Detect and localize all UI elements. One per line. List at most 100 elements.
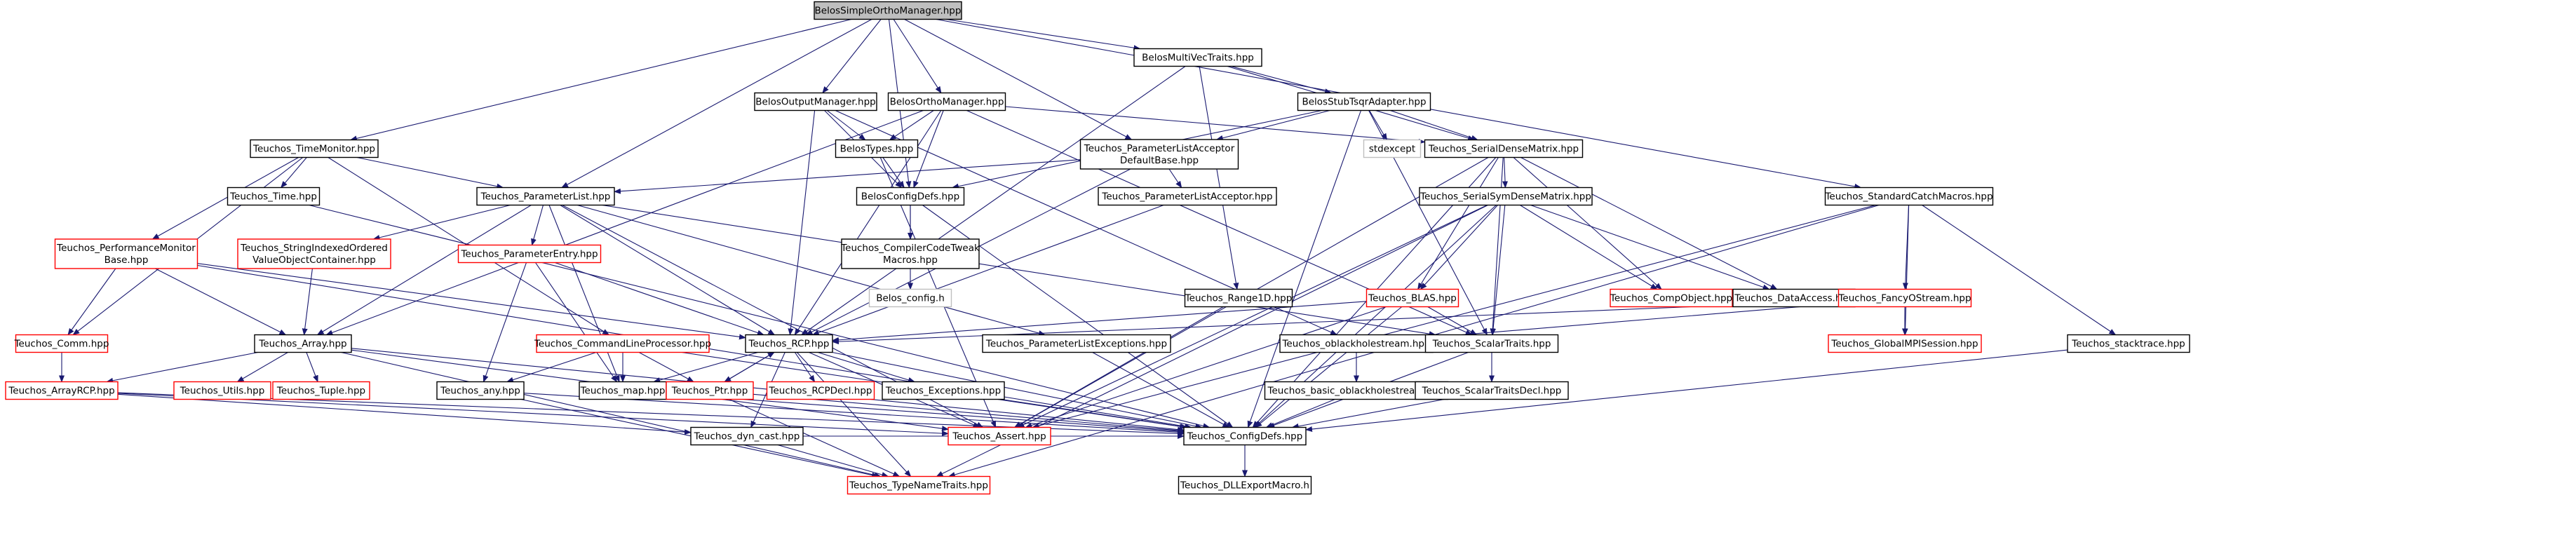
node-label: BelosStubTsqrAdapter.hpp <box>1302 97 1426 108</box>
node-assert[interactable]: Teuchos_Assert.hpp <box>948 426 1051 446</box>
node-ptr[interactable]: Teuchos_Ptr.hpp <box>666 381 754 400</box>
node-stdcatch[interactable]: Teuchos_StandardCatchMacros.hpp <box>1824 187 1994 206</box>
node-label: Teuchos_DLLExportMacro.h <box>1180 480 1309 492</box>
node-box <box>766 381 875 400</box>
edge-root-to-orthomgr <box>893 19 942 94</box>
node-label: Teuchos_stacktrace.hpp <box>2071 339 2185 350</box>
node-arrayrcp[interactable]: Teuchos_ArrayRCP.hpp <box>5 381 119 400</box>
node-stubtsqr[interactable]: BelosStubTsqrAdapter.hpp <box>1297 92 1431 111</box>
node-stdexcept[interactable]: stdexcept <box>1363 139 1422 158</box>
node-map[interactable]: Teuchos_map.hpp <box>579 381 667 400</box>
edge-stdcatch-to-globalmpi <box>1902 205 1910 336</box>
node-box <box>868 288 952 308</box>
node-root[interactable]: BelosSimpleOrthoManager.hpp <box>814 1 962 20</box>
node-box <box>841 238 980 269</box>
node-belosconfigh[interactable]: Belos_config.h <box>868 288 952 308</box>
node-label: Teuchos_CommandLineProcessor.hpp <box>534 339 711 350</box>
node-any[interactable]: Teuchos_any.hpp <box>436 381 525 400</box>
node-box <box>847 475 991 495</box>
node-label: Teuchos_StringIndexedOrdered <box>240 243 388 254</box>
node-comm[interactable]: Teuchos_Comm.hpp <box>14 334 109 353</box>
node-globalmpi[interactable]: Teuchos_GlobalMPISession.hpp <box>1828 334 1982 353</box>
node-label: BelosTypes.hpp <box>840 144 914 155</box>
node-typename[interactable]: Teuchos_TypeNameTraits.hpp <box>847 475 991 495</box>
node-cmdline[interactable]: Teuchos_CommandLineProcessor.hpp <box>534 334 711 353</box>
node-box <box>1133 48 1262 67</box>
node-orthomgr[interactable]: BelosOrthoManager.hpp <box>887 92 1006 111</box>
node-plist[interactable]: Teuchos_ParameterList.hpp <box>476 187 615 206</box>
node-box <box>250 139 379 158</box>
node-array[interactable]: Teuchos_Array.hpp <box>254 334 352 353</box>
node-box <box>982 334 1171 353</box>
edge-rcp-to-rcpdecl <box>794 352 816 383</box>
node-label: Teuchos_Range1D.hpp <box>1185 293 1293 304</box>
node-label: ValueObjectContainer.hpp <box>252 255 376 266</box>
edge-stubtsqr-to-stdexcept <box>1369 110 1388 141</box>
node-label: Teuchos_ParameterListAcceptor <box>1084 143 1235 154</box>
node-scalartraitsdecl[interactable]: Teuchos_ScalarTraitsDecl.hpp <box>1415 381 1569 400</box>
node-blas[interactable]: Teuchos_BLAS.hpp <box>1365 288 1459 308</box>
node-compobj[interactable]: Teuchos_CompObject.hpp <box>1610 288 1733 308</box>
node-label: Teuchos_CompilerCodeTweak <box>840 243 980 254</box>
edge-array-to-typename <box>341 351 882 478</box>
node-stacktrace[interactable]: Teuchos_stacktrace.hpp <box>2067 334 2190 353</box>
node-utils[interactable]: Teuchos_Utils.hpp <box>173 381 271 400</box>
node-strindexed[interactable]: Teuchos_StringIndexedOrderedValueObjectC… <box>237 238 391 269</box>
node-outmgr[interactable]: BelosOutputManager.hpp <box>754 92 877 111</box>
node-label: Teuchos_ScalarTraits.hpp <box>1432 339 1551 350</box>
node-plistexc[interactable]: Teuchos_ParameterListExceptions.hpp <box>982 334 1171 353</box>
node-box <box>1297 92 1431 111</box>
node-label: Teuchos_Array.hpp <box>258 339 346 350</box>
node-plistaccdef[interactable]: Teuchos_ParameterListAcceptorDefaultBase… <box>1079 139 1239 170</box>
node-label: Belos_config.h <box>876 293 945 304</box>
node-label: BelosOrthoManager.hpp <box>890 97 1004 108</box>
edge-stacktrace-to-configdefs <box>1305 349 2068 432</box>
edge-root-to-outmgr <box>822 19 882 94</box>
node-label: BelosConfigDefs.hpp <box>861 191 959 203</box>
node-configdefs[interactable]: Teuchos_ConfigDefs.hpp <box>1183 426 1307 446</box>
node-mvt[interactable]: BelosMultiVecTraits.hpp <box>1133 48 1262 67</box>
edge-blas-to-scalartraits <box>1427 306 1478 335</box>
node-paramentry[interactable]: Teuchos_ParameterEntry.hpp <box>457 244 602 264</box>
node-fancyostream[interactable]: Teuchos_FancyOStream.hpp <box>1837 288 1972 308</box>
node-rcp[interactable]: Teuchos_RCP.hpp <box>745 334 833 353</box>
node-box <box>1419 187 1593 206</box>
node-oblackhole[interactable]: Teuchos_oblackholestream.hpp <box>1279 334 1434 353</box>
node-box <box>54 238 198 269</box>
edge-plistexc-to-configdefs <box>1092 352 1230 428</box>
node-label: Macros.hpp <box>883 255 938 266</box>
node-plistacc[interactable]: Teuchos_ParameterListAcceptor.hpp <box>1098 187 1277 206</box>
node-box <box>690 426 804 446</box>
node-tuple[interactable]: Teuchos_Tuple.hpp <box>272 381 370 400</box>
node-dyncast[interactable]: Teuchos_dyn_cast.hpp <box>690 426 804 446</box>
node-label: Teuchos_Exceptions.hpp <box>885 386 1001 397</box>
node-timemon[interactable]: Teuchos_TimeMonitor.hpp <box>250 139 379 158</box>
node-exceptions[interactable]: Teuchos_Exceptions.hpp <box>882 381 1005 400</box>
node-box <box>754 92 877 111</box>
edge-plist-to-strindexed <box>372 204 511 240</box>
node-label: Teuchos_GlobalMPISession.hpp <box>1830 339 1978 350</box>
edge-array-to-utils <box>236 352 288 383</box>
node-scalartraits[interactable]: Teuchos_ScalarTraits.hpp <box>1424 334 1559 353</box>
node-box <box>948 426 1051 446</box>
edge-perfmon-to-comm <box>67 268 116 336</box>
node-box <box>1079 139 1239 170</box>
edge-root-to-mvt <box>945 18 1141 51</box>
edge-plist-to-scalartraits <box>602 204 1436 337</box>
edge-timemon-to-time <box>281 157 307 189</box>
node-serialsym[interactable]: Teuchos_SerialSymDenseMatrix.hpp <box>1419 187 1593 206</box>
node-belosconfig[interactable]: BelosConfigDefs.hpp <box>856 187 965 206</box>
node-dllexport[interactable]: Teuchos_DLLExportMacro.h <box>1178 475 1312 495</box>
node-dataaccess[interactable]: Teuchos_DataAccess.hpp <box>1732 288 1856 308</box>
node-label: Teuchos_SerialDenseMatrix.hpp <box>1428 144 1579 155</box>
node-range1d[interactable]: Teuchos_Range1D.hpp <box>1185 288 1293 308</box>
node-serialdense[interactable]: Teuchos_SerialDenseMatrix.hpp <box>1424 139 1584 158</box>
node-belostypes[interactable]: BelosTypes.hpp <box>835 139 919 158</box>
node-label: Teuchos_basic_oblackholestream.hpp <box>1267 386 1445 397</box>
node-time[interactable]: Teuchos_Time.hpp <box>227 187 321 206</box>
edge-plistacc-to-rcp <box>811 204 1164 336</box>
node-rcpdecl[interactable]: Teuchos_RCPDecl.hpp <box>766 381 875 400</box>
node-label: Teuchos_Assert.hpp <box>952 431 1046 442</box>
